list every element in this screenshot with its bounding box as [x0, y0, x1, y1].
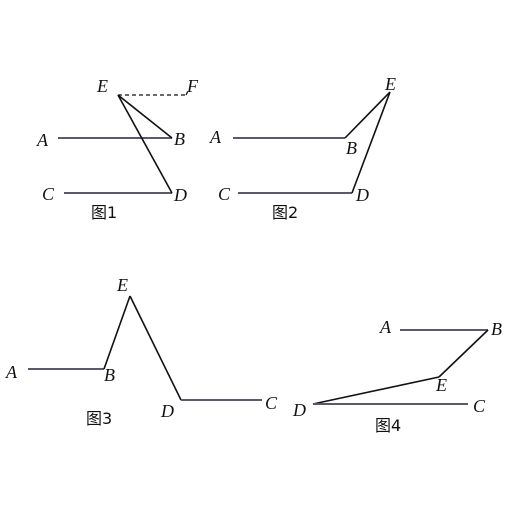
label-point-c: C — [265, 393, 278, 413]
segment-de — [351, 91, 391, 194]
figure-4: A B E D C 图4 — [292, 317, 502, 435]
label-point-c: C — [218, 184, 231, 204]
caption-figure-4: 图4 — [375, 416, 401, 435]
segment-be — [103, 295, 131, 370]
label-point-d: D — [173, 185, 187, 205]
label-point-c: C — [473, 396, 486, 416]
figure-2: E A B C D 图2 — [209, 74, 396, 222]
label-point-c: C — [42, 184, 55, 204]
segment-be — [438, 329, 489, 378]
segment-ef-dashed-end — [185, 88, 190, 96]
label-point-d: D — [160, 401, 174, 421]
caption-figure-2: 图2 — [272, 203, 298, 222]
label-point-a: A — [379, 317, 392, 337]
label-point-e: E — [96, 76, 108, 96]
label-point-a: A — [5, 362, 18, 382]
label-point-b: B — [491, 319, 502, 339]
figure-3: E A B D C 图3 — [5, 275, 278, 428]
segment-ed — [117, 94, 173, 194]
caption-figure-3: 图3 — [86, 409, 112, 428]
label-point-e: E — [435, 375, 447, 395]
label-point-b: B — [104, 365, 115, 385]
figure-1: E F A B C D 图1 — [36, 76, 199, 222]
label-point-a: A — [209, 127, 222, 147]
segment-eb — [117, 94, 173, 139]
segment-ed — [312, 376, 440, 405]
caption-figure-1: 图1 — [91, 203, 117, 222]
label-point-e: E — [116, 275, 128, 295]
label-point-b: B — [346, 138, 357, 158]
label-point-a: A — [36, 130, 49, 150]
segment-ed — [129, 295, 182, 401]
label-point-b: B — [174, 129, 185, 149]
label-point-e: E — [384, 74, 396, 94]
label-point-d: D — [292, 400, 306, 420]
segment-be — [344, 91, 391, 139]
label-point-f: F — [186, 76, 199, 96]
label-point-d: D — [355, 185, 369, 205]
